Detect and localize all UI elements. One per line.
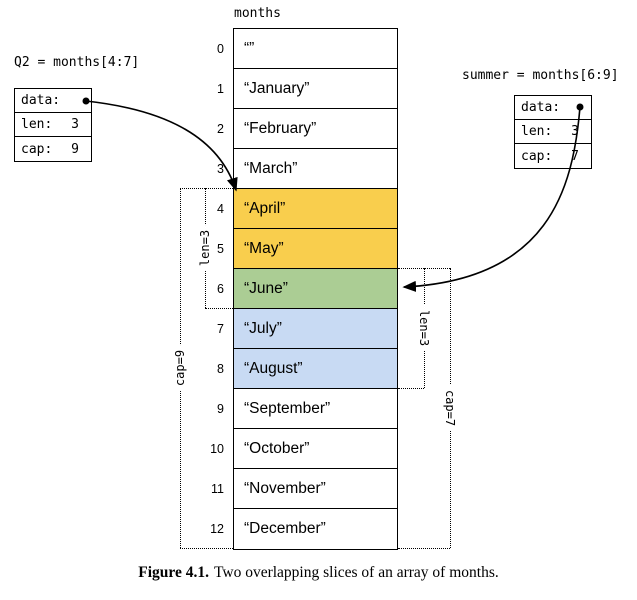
array-index-0: 0 bbox=[217, 42, 224, 56]
q2-len-bracket-label: len=3 bbox=[198, 224, 212, 272]
summer-len-value: 3 bbox=[571, 124, 579, 139]
cell-value: “January” bbox=[244, 79, 310, 97]
summer-len-bracket-tick-bottom bbox=[398, 388, 424, 389]
array-index-4: 4 bbox=[217, 202, 224, 216]
months-array: “” “January” “February” “March” “April” … bbox=[233, 28, 398, 550]
q2-cap-label: cap: bbox=[21, 141, 53, 157]
array-index-10: 10 bbox=[210, 442, 224, 456]
cell-value: “March” bbox=[244, 159, 298, 177]
summer-len-row: len: 3 bbox=[515, 120, 591, 144]
q2-bracket-tick-top bbox=[180, 188, 233, 189]
cell-value: “April” bbox=[244, 199, 286, 217]
array-cell-7: “July” bbox=[234, 309, 397, 349]
array-index-8: 8 bbox=[217, 362, 224, 376]
summer-slice-box: data: len: 3 cap: 7 bbox=[514, 95, 592, 169]
summer-len-label: len: bbox=[521, 124, 553, 139]
q2-data-label: data: bbox=[21, 93, 61, 108]
figure-caption: Figure 4.1. Two overlapping slices of an … bbox=[0, 564, 637, 582]
array-cell-10: “October” bbox=[234, 429, 397, 469]
summer-data-label: data: bbox=[521, 100, 561, 115]
summer-cap-value: 7 bbox=[571, 148, 579, 164]
array-title: months bbox=[234, 6, 281, 21]
summer-cap-label: cap: bbox=[521, 148, 553, 164]
cell-value: “August” bbox=[244, 359, 303, 377]
cell-value: “June” bbox=[244, 279, 288, 297]
summer-data-row: data: bbox=[515, 96, 591, 120]
q2-len-bracket-tick-bottom bbox=[205, 308, 233, 309]
q2-cap-row: cap: 9 bbox=[15, 137, 91, 161]
array-cell-4: “April” bbox=[234, 189, 397, 229]
q2-slice-header: Q2 = months[4:7] bbox=[14, 55, 140, 70]
summer-cap-bracket-label: cap=7 bbox=[443, 384, 457, 432]
array-index-2: 2 bbox=[217, 122, 224, 136]
array-index-7: 7 bbox=[217, 322, 224, 336]
cell-value: “” bbox=[244, 39, 255, 57]
q2-data-row: data: bbox=[15, 89, 91, 113]
q2-cap-bracket-label: cap=9 bbox=[173, 344, 187, 392]
index-column: 0 1 2 3 4 5 6 7 8 9 10 11 12 bbox=[182, 29, 224, 549]
array-cell-12: “December” bbox=[234, 509, 397, 549]
q2-cap-bracket-tick-bottom bbox=[180, 548, 233, 549]
cell-value: “May” bbox=[244, 239, 284, 257]
cell-value: “October” bbox=[244, 439, 310, 457]
cell-value: “September” bbox=[244, 399, 331, 417]
array-index-6: 6 bbox=[217, 282, 224, 296]
array-index-1: 1 bbox=[217, 82, 224, 96]
array-index-12: 12 bbox=[210, 522, 224, 536]
array-index-5: 5 bbox=[217, 242, 224, 256]
array-cell-5: “May” bbox=[234, 229, 397, 269]
array-cell-8: “August” bbox=[234, 349, 397, 389]
cell-value: “February” bbox=[244, 119, 317, 137]
q2-len-label: len: bbox=[21, 117, 53, 132]
array-cell-9: “September” bbox=[234, 389, 397, 429]
array-cell-2: “February” bbox=[234, 109, 397, 149]
array-cell-0: “” bbox=[234, 29, 397, 69]
array-index-3: 3 bbox=[217, 162, 224, 176]
q2-slice-box: data: len: 3 cap: 9 bbox=[14, 88, 92, 162]
cell-value: “July” bbox=[244, 319, 282, 337]
summer-len-bracket-label: len=3 bbox=[417, 304, 431, 352]
array-cell-11: “November” bbox=[234, 469, 397, 509]
q2-cap-value: 9 bbox=[71, 141, 79, 157]
caption-label: Figure 4.1. bbox=[138, 564, 209, 581]
array-cell-3: “March” bbox=[234, 149, 397, 189]
summer-cap-row: cap: 7 bbox=[515, 144, 591, 168]
cell-value: “December” bbox=[244, 520, 326, 537]
array-index-11: 11 bbox=[211, 482, 224, 496]
summer-slice-header: summer = months[6:9] bbox=[462, 68, 619, 83]
cell-value: “November” bbox=[244, 479, 326, 497]
caption-text: Two overlapping slices of an array of mo… bbox=[214, 564, 499, 581]
q2-len-value: 3 bbox=[71, 117, 79, 132]
array-index-9: 9 bbox=[217, 402, 224, 416]
array-cell-1: “January” bbox=[234, 69, 397, 109]
summer-cap-bracket-tick-bottom bbox=[398, 548, 450, 549]
array-cell-6: “June” bbox=[234, 269, 397, 309]
q2-len-row: len: 3 bbox=[15, 113, 91, 137]
